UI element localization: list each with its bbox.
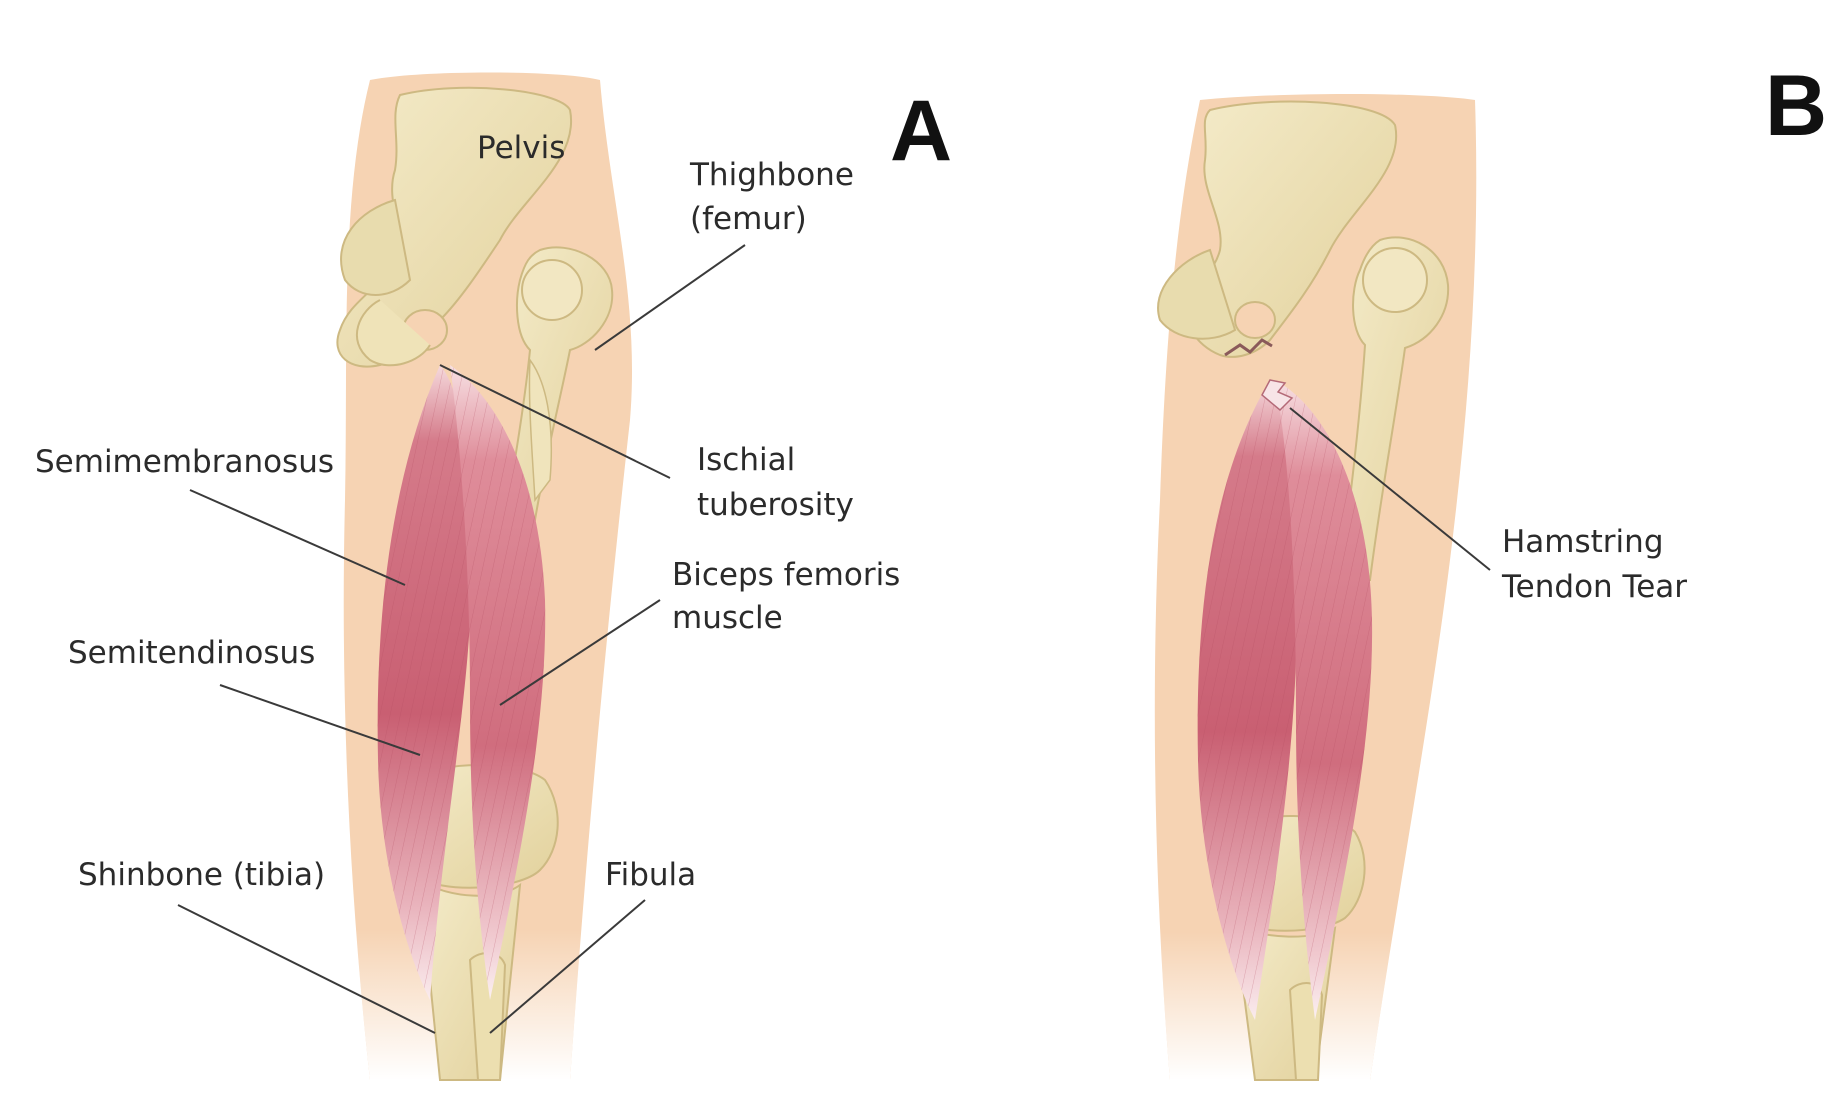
panel-a-letter: A bbox=[890, 83, 952, 179]
panel-a-labels: A Pelvis Thighbone (femur) Semimembranos… bbox=[35, 83, 952, 893]
panel-b bbox=[1154, 94, 1477, 1081]
panel-b-pelvis bbox=[1185, 100, 1398, 358]
label-thighbone-line2: (femur) bbox=[690, 201, 807, 237]
label-biceps-line2: muscle bbox=[672, 600, 783, 636]
label-thighbone-line1: Thighbone bbox=[689, 157, 854, 193]
panel-a-leader-lines bbox=[177, 244, 746, 1034]
label-shinbone: Shinbone (tibia) bbox=[78, 857, 325, 893]
label-biceps-line1: Biceps femoris bbox=[672, 557, 900, 593]
panel-b-leader-lines bbox=[1289, 407, 1491, 571]
panel-b-labels: B Hamstring Tendon Tear bbox=[1501, 58, 1827, 605]
label-hamstring-line1: Hamstring bbox=[1502, 524, 1664, 560]
label-semitendinosus: Semitendinosus bbox=[68, 635, 315, 671]
label-pelvis: Pelvis bbox=[477, 130, 565, 166]
label-ischial-line2: tuberosity bbox=[697, 487, 854, 523]
panel-b-torn-tendon bbox=[1261, 379, 1294, 412]
panel-a bbox=[336, 72, 633, 1081]
label-fibula: Fibula bbox=[605, 857, 696, 893]
panel-b-letter: B bbox=[1765, 58, 1827, 154]
panel-b-femur bbox=[1338, 236, 1450, 581]
label-hamstring-line2: Tendon Tear bbox=[1501, 569, 1687, 605]
panel-a-femur-shaft-visible bbox=[528, 357, 553, 503]
label-semimembranosus: Semimembranosus bbox=[35, 444, 334, 480]
label-ischial-line1: Ischial bbox=[697, 442, 795, 478]
